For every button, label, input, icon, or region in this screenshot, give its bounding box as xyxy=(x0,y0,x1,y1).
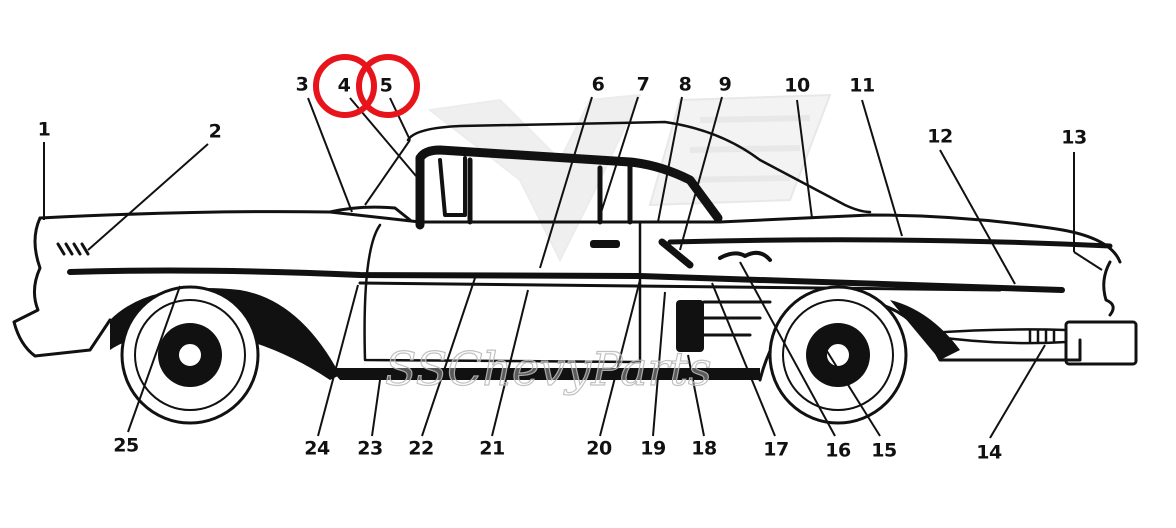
callout-13: 13 xyxy=(1061,126,1087,149)
callout-24: 24 xyxy=(304,437,330,460)
callout-1: 1 xyxy=(37,118,51,141)
callout-16: 16 xyxy=(825,439,851,462)
leader-lines xyxy=(43,96,1103,439)
callout-8: 8 xyxy=(678,73,692,96)
front-wheel xyxy=(120,285,260,425)
callout-4: 4 xyxy=(337,74,351,97)
watermark-text: SSChevyParts xyxy=(385,342,712,396)
callout-12: 12 xyxy=(927,125,953,148)
callout-25: 25 xyxy=(113,434,139,457)
callout-18: 18 xyxy=(691,437,717,460)
callout-11: 11 xyxy=(849,74,875,97)
callout-10: 10 xyxy=(784,74,810,97)
callout-6: 6 xyxy=(591,73,605,96)
callout-9: 9 xyxy=(718,73,732,96)
callout-3: 3 xyxy=(295,73,309,96)
callout-23: 23 xyxy=(357,437,383,460)
callout-15: 15 xyxy=(871,439,897,462)
callout-7: 7 xyxy=(636,73,650,96)
callout-14: 14 xyxy=(976,441,1002,464)
callout-5: 5 xyxy=(379,74,393,97)
callout-21: 21 xyxy=(479,437,505,460)
callout-22: 22 xyxy=(408,437,434,460)
callout-20: 20 xyxy=(586,437,612,460)
callout-17: 17 xyxy=(763,438,789,461)
callout-2: 2 xyxy=(208,120,222,143)
rear-wheel xyxy=(768,285,908,425)
callout-19: 19 xyxy=(640,437,666,460)
